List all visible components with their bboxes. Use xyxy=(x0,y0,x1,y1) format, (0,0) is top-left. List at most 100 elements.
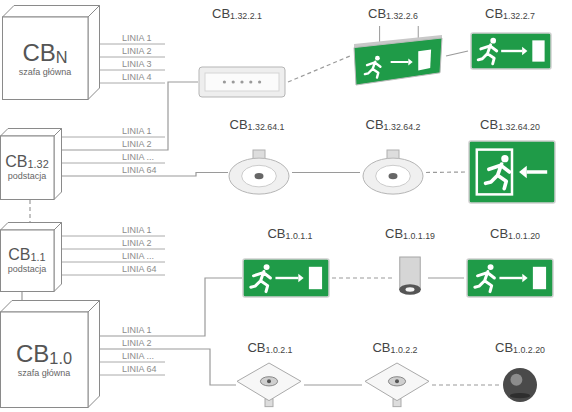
luminaire-code: CB1.0.2.2 xyxy=(372,340,417,358)
icon-group xyxy=(199,67,285,97)
text-subscript: 1.32.64.20 xyxy=(498,122,540,132)
luminaire-icon xyxy=(466,258,554,298)
led-dot xyxy=(249,80,252,83)
connector xyxy=(100,349,236,385)
text-base: CB xyxy=(212,6,230,21)
connector xyxy=(332,277,392,278)
running-figure xyxy=(478,45,497,64)
line-label: LINIA 2 xyxy=(122,338,152,348)
cabinet-name: CBN xyxy=(22,40,67,66)
luminaire: CB1.32.64.1 xyxy=(228,115,290,195)
cabinet-front xyxy=(1,230,55,292)
icon-group xyxy=(469,141,555,203)
line-stub xyxy=(62,137,165,138)
sign-arrow-head xyxy=(408,58,412,65)
text-base: CB xyxy=(16,340,49,367)
led-dot xyxy=(258,80,261,83)
line-stub xyxy=(100,83,165,84)
line-stub xyxy=(100,362,165,363)
text-base: CB xyxy=(495,340,513,355)
line-label: LINIA 1 xyxy=(122,126,152,136)
downlight-reflector xyxy=(376,165,411,187)
lens-center xyxy=(395,379,399,383)
text-subscript: 1.0.2.20 xyxy=(513,345,545,355)
text-subscript: 1.0.2.2 xyxy=(391,345,418,355)
luminaire-icon xyxy=(236,362,302,408)
line-stub xyxy=(62,163,165,164)
connector xyxy=(426,171,466,173)
luminaire-code: CB1.0.1.20 xyxy=(490,226,540,244)
hanging-exit-sign xyxy=(354,38,442,85)
downlight-lens xyxy=(388,377,405,386)
line-stub xyxy=(100,70,165,71)
luminaire-code: CB1.0.2.20 xyxy=(495,340,545,358)
cabinet-top xyxy=(1,301,100,313)
text-subscript: 1.32 xyxy=(28,158,49,170)
sign-arrow-head xyxy=(522,47,527,55)
line-stub xyxy=(100,57,165,58)
text-base: CB xyxy=(247,340,265,355)
suspension-wire xyxy=(418,26,419,38)
text-base: CB xyxy=(230,117,248,132)
led-dot xyxy=(240,80,243,83)
luminaire-icon xyxy=(502,366,538,404)
luminaire-code: CB1.32.2.6 xyxy=(368,6,418,24)
spot-lens xyxy=(406,287,415,291)
figure-head xyxy=(264,264,270,270)
luminaire-code: CB1.32.64.1 xyxy=(230,117,285,135)
luminaire: CB1.32.2.7 xyxy=(470,4,552,70)
running-figure xyxy=(486,164,510,189)
downlight-reflector xyxy=(242,165,277,187)
exit-sign-body xyxy=(469,141,555,203)
cabinet-face: CB1.0szafa główna xyxy=(0,312,88,408)
cabinet-type: szafa główna xyxy=(19,68,72,78)
text-base: CB xyxy=(8,246,30,263)
luminaire-code: CB1.32.2.1 xyxy=(212,6,262,24)
luminaire-code: CB1.0.2.1 xyxy=(247,340,292,358)
cabinet-box: CB1.1podstacja xyxy=(0,222,62,292)
downlight-ring xyxy=(363,158,423,194)
cabinet-name: CB1.32 xyxy=(5,154,48,171)
cabinet-side xyxy=(54,129,62,200)
line-label: LINIA ... xyxy=(122,251,154,261)
luminaire-icon xyxy=(352,26,444,86)
sign-arrow-head xyxy=(519,166,527,178)
connector xyxy=(100,278,242,336)
luminaire-housing xyxy=(199,67,285,97)
luminaire-icon xyxy=(394,256,426,300)
running-figure xyxy=(475,271,495,291)
square-downlight xyxy=(365,363,429,401)
ball-rim xyxy=(510,393,530,398)
spot-rim xyxy=(399,284,421,295)
cabinet-front xyxy=(3,17,89,100)
line-stub xyxy=(100,44,165,45)
text-base: CB xyxy=(368,6,386,21)
luminaire-icon xyxy=(468,140,556,204)
sign-arrow-head xyxy=(522,274,527,282)
luminaire-icon xyxy=(364,362,430,408)
text-subscript: 1.32.2.1 xyxy=(230,11,262,21)
icon-group xyxy=(365,363,429,407)
sign-arrow-shaft xyxy=(499,277,522,279)
text-subscript: 1.32.64.1 xyxy=(248,122,285,132)
cabinet-face: CB1.32podstacja xyxy=(0,136,54,200)
text-base: CB xyxy=(267,226,285,241)
suspension-wire xyxy=(379,26,380,43)
text-base: CB xyxy=(22,39,55,66)
line-label: LINIA 64 xyxy=(122,264,157,274)
cabinet-name: CB1.1 xyxy=(8,247,45,264)
luminaire: CB1.32.2.6 xyxy=(352,4,444,86)
text-subscript: 1.32.64.2 xyxy=(384,122,421,132)
line-label: LINIA 64 xyxy=(122,364,157,374)
cabinet-front xyxy=(1,136,55,200)
luminaire: CB1.32.64.2 xyxy=(362,115,424,195)
line-label: LINIA 2 xyxy=(122,139,152,149)
line-label: LINIA 2 xyxy=(122,46,152,56)
line-label: LINIA 4 xyxy=(122,72,152,82)
luminaire: CB1.0.1.19 xyxy=(385,224,435,300)
line-label: LINIA ... xyxy=(122,152,154,162)
cabinet-box: CB1.0szafa główna xyxy=(0,300,100,408)
connector xyxy=(304,384,362,385)
connector xyxy=(288,56,350,82)
led-dot xyxy=(232,80,235,83)
